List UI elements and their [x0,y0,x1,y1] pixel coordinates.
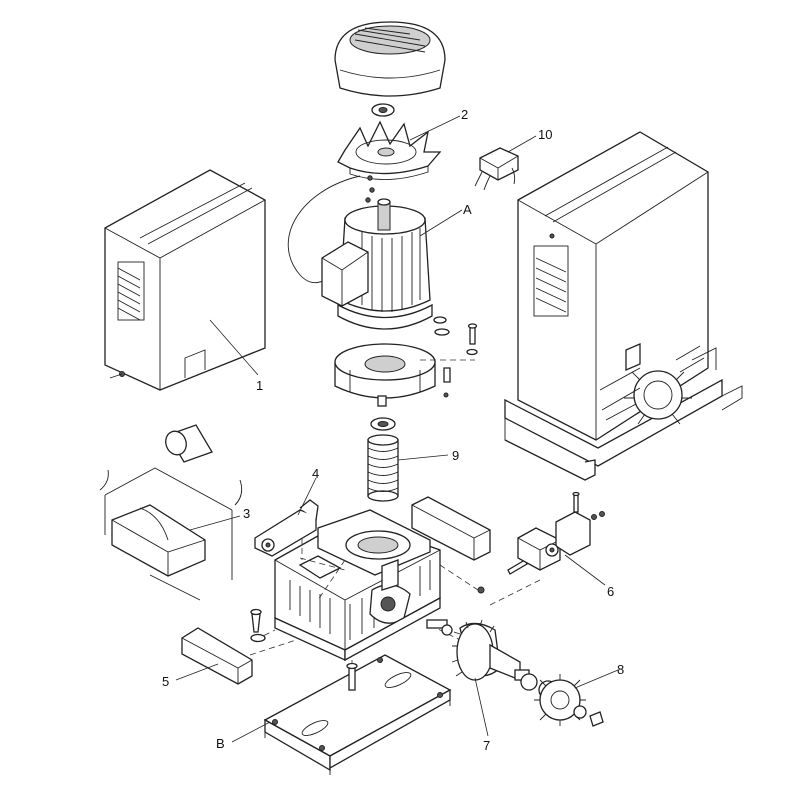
gearbox-rib [411,496,491,561]
electric-motor [321,198,433,330]
gearbox-housing [274,509,441,662]
motor-bolts [433,316,478,356]
gearbox-screw [477,559,528,594]
callout-5: 5 [162,674,169,689]
assembled-operator [504,131,743,481]
bracket-bolt [250,608,266,643]
shaft-nut [371,103,395,117]
release-lever [254,499,319,557]
output-shaft-gear [426,619,538,691]
callout-9: 9 [452,448,459,463]
fan-cover [334,21,446,97]
flange-screws [443,367,451,398]
housing-cover [104,169,266,391]
base-plate [263,654,452,775]
mounting-bracket [181,627,253,685]
callout-1: 1 [256,378,263,393]
callout-2: 2 [461,107,468,122]
callout-3: 3 [243,506,250,521]
callout-B: B [216,736,225,751]
callout-7: 7 [483,738,490,753]
pinion-gear [534,674,604,727]
callout-6: 6 [607,584,614,599]
release-lever-housing [99,467,243,601]
motor-flange [334,343,436,407]
callout-4: 4 [312,466,319,481]
limit-switch [517,491,605,571]
cable-connector [474,147,519,191]
motor-cable [287,175,361,284]
fan-screws [365,175,375,203]
cooling-fan [337,120,442,180]
base-bolt [346,662,358,691]
coupling-spring [367,434,399,502]
callout-8: 8 [617,662,624,677]
cylinder-insert [165,424,213,463]
callout-10: 10 [538,127,552,142]
callout-A: A [463,202,472,217]
